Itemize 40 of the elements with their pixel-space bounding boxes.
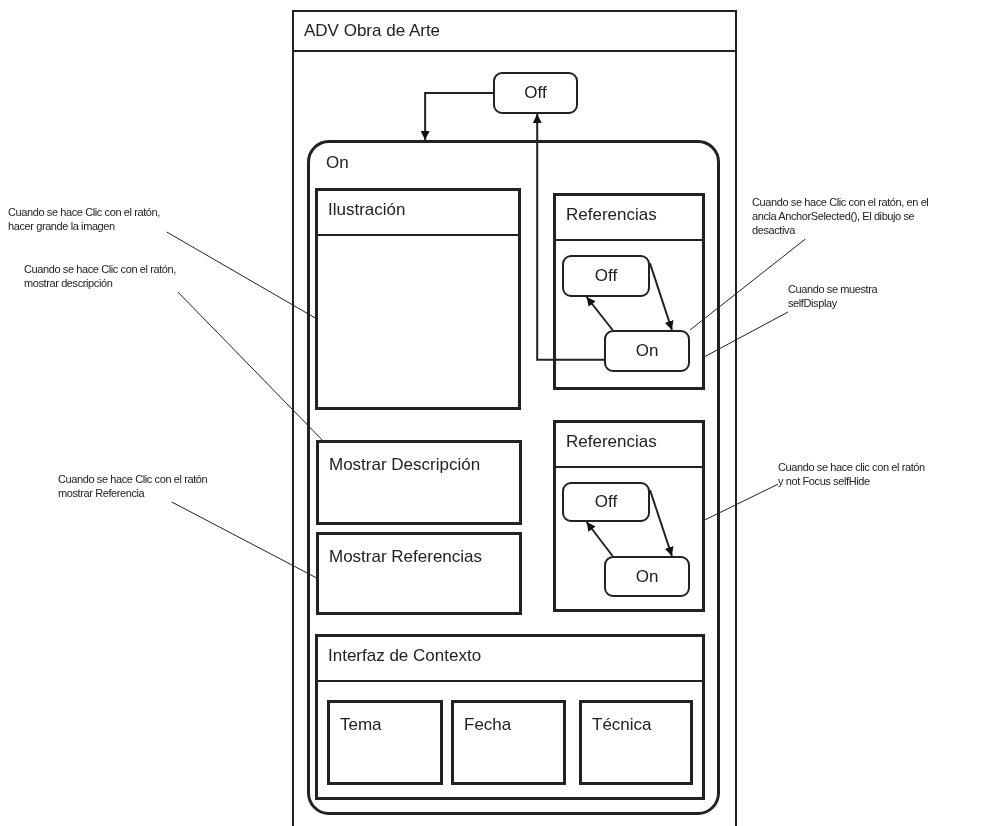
panel-title: ADV Obra de Arte bbox=[294, 12, 735, 52]
leader-line bbox=[704, 483, 779, 521]
panel bbox=[553, 420, 705, 612]
arrow bbox=[649, 489, 674, 557]
panel: Mostrar Descripción bbox=[316, 440, 522, 525]
panel-title: Referencias bbox=[556, 423, 702, 468]
state-box: On bbox=[604, 556, 690, 597]
arrow bbox=[420, 92, 494, 141]
leader-line bbox=[166, 231, 316, 319]
annotation-text: Cuando se muestra selfDisplay bbox=[788, 282, 888, 312]
leader-line bbox=[171, 501, 317, 579]
annotation-text: Cuando se hace Clic con el ratón, en el ancla AnchorSelected(), El dibujo se desactiva bbox=[752, 195, 930, 239]
annotation-text: Cuando se hace Clic con el ratón mostrar Referencia bbox=[58, 472, 233, 502]
arrow bbox=[532, 113, 605, 361]
state-box: Off bbox=[493, 72, 578, 114]
panel: Técnica bbox=[579, 700, 693, 785]
annotation-text: Cuando se hace Clic con el ratón, mostrar descripción bbox=[24, 262, 186, 292]
panel: Fecha bbox=[451, 700, 566, 785]
state-box: Off bbox=[562, 482, 650, 522]
panel bbox=[553, 193, 705, 390]
panel: Mostrar Referencias bbox=[316, 532, 522, 615]
annotation-text: Cuando se hace Clic con el ratón, hacer grande la imagen bbox=[8, 205, 170, 235]
state-box: On bbox=[604, 330, 690, 372]
state-box: Off bbox=[562, 255, 650, 297]
window-frame bbox=[292, 10, 737, 826]
panel-title: Ilustración bbox=[318, 191, 518, 236]
leader-line bbox=[177, 291, 323, 441]
leader-line bbox=[704, 311, 789, 357]
state-region bbox=[307, 140, 720, 815]
annotation-text: Cuando se hace clic con el ratón y not Focus selfHide bbox=[778, 460, 928, 504]
panel-title: On bbox=[325, 152, 350, 173]
panel-title: Interfaz de Contexto bbox=[318, 637, 702, 682]
panel bbox=[315, 634, 705, 800]
arrow bbox=[585, 296, 614, 331]
arrow bbox=[585, 521, 614, 557]
leader-line bbox=[689, 238, 806, 331]
panel-title: Referencias bbox=[556, 196, 702, 241]
arrow bbox=[649, 262, 674, 331]
panel bbox=[315, 188, 521, 410]
panel: Tema bbox=[327, 700, 443, 785]
